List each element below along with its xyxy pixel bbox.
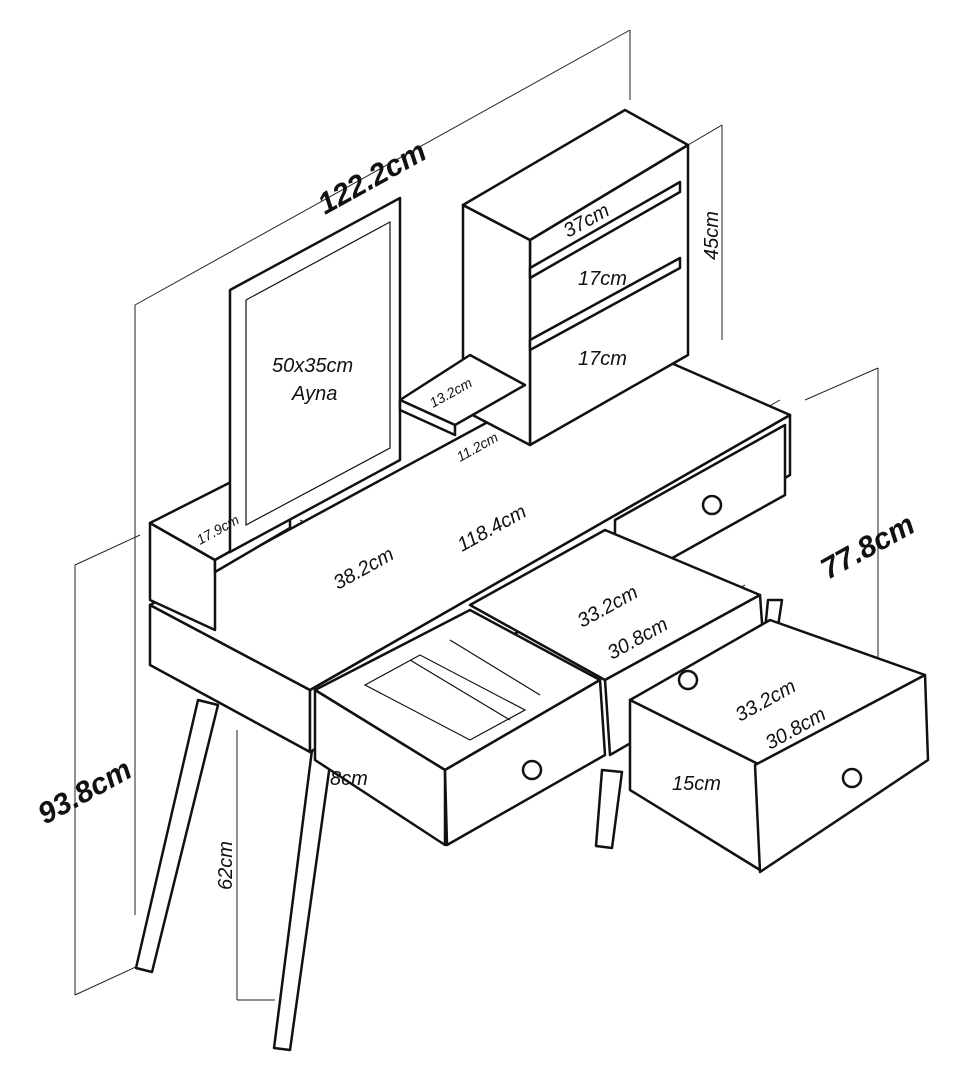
drawer-right-height-label: 15cm	[672, 773, 721, 795]
knob-icon	[701, 494, 723, 516]
desk-height-label: 77.8cm	[815, 508, 920, 586]
total-height-label: 93.8cm	[32, 753, 137, 831]
mirror-size-label: 50x35cm	[272, 355, 353, 377]
shelf-unit	[398, 108, 690, 447]
knob-icon	[521, 759, 543, 781]
drawer-left-height-label: 8cm	[330, 768, 368, 790]
leg-height-label: 62cm	[215, 841, 237, 890]
knobs	[521, 494, 863, 789]
shelf-height-label: 45cm	[701, 211, 723, 260]
mirror-name-label: Ayna	[291, 383, 337, 405]
total-width-label: 122.2cm	[312, 135, 432, 221]
knob-icon	[677, 669, 699, 691]
shelf-gap-lower-label: 17cm	[578, 348, 627, 370]
shelf-gap-upper-label: 17cm	[578, 268, 627, 290]
knob-icon	[841, 767, 863, 789]
mirror	[228, 196, 402, 554]
